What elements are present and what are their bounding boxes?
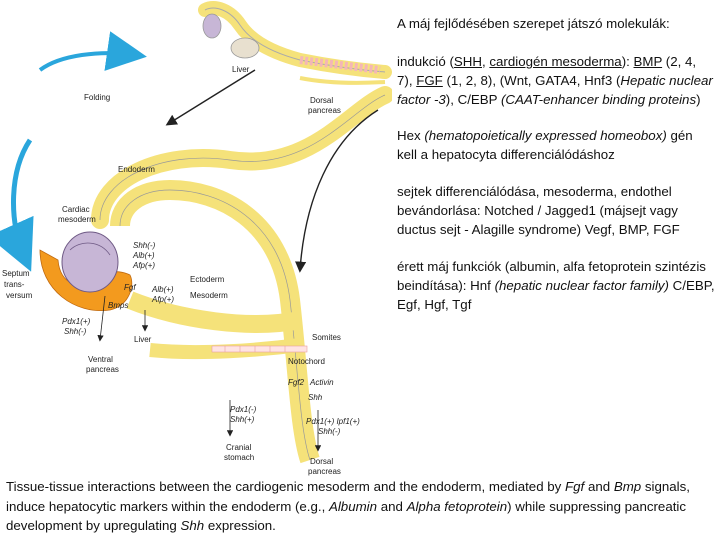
label-afp-plus: Afp(+) [132,261,155,270]
label-dorsal-pancreas-bottom-1: Dorsal [310,457,333,466]
figure-caption: Tissue-tissue interactions between the c… [6,479,690,533]
label-pdx1-minus: Pdx1(-) [230,405,257,414]
label-liver-top: Liver [232,65,250,74]
label-cranial-2: stomach [224,453,254,462]
label-alb-plus-2: Alb(+) [151,285,174,294]
label-dorsal-pancreas-top-2: pancreas [308,106,341,115]
arrow-to-detail-right [295,109,379,273]
label-cardiac-2: mesoderm [58,215,96,224]
label-dorsal-pancreas-bottom-2: pancreas [308,467,341,476]
label-septum-2: trans- [4,280,25,289]
label-activin: Activin [309,378,334,387]
panel-differentiation: sejtek differenciálódása, mesoderma, end… [397,184,680,237]
label-pdx1-plus: Pdx1(+) [62,317,91,326]
shh-link: SHH [453,54,482,69]
label-afp-plus-2: Afp(+) [151,295,174,304]
label-bmps: Bmps [108,301,128,310]
arrow-to-detail-left [165,69,256,126]
panel-intro: A máj fejlődésében szerepet játszó molek… [397,16,670,31]
label-fgf: Fgf [124,283,136,292]
cardiac-mesoderm-shape [61,231,119,293]
label-endoderm: Endoderm [118,165,155,174]
liver-development-diagram: Liver Folding Dorsal pancreas Endoderm C… [0,1,392,476]
label-cardiac-1: Cardiac [62,205,90,214]
label-shh-minus: Shh(-) [133,241,156,250]
label-septum-3: versum [6,291,33,300]
panel-hex: Hex (hematopoietically expressed homeobo… [397,128,693,162]
small-embryo [198,1,392,85]
cardiogen-link: cardiogén mesoderma [489,54,622,69]
label-cranial-1: Cranial [226,443,252,452]
label-liver-mid: Liver [134,335,152,344]
somites [211,345,308,353]
molecule-text-panel: A máj fejlődésében szerepet játszó molek… [397,14,715,314]
label-ectoderm: Ectoderm [190,275,225,284]
label-ventral-2: pancreas [86,365,119,374]
label-mesoderm: Mesoderm [190,291,228,300]
label-notochord: Notochord [288,357,325,366]
label-folding: Folding [84,93,110,102]
panel-induction: indukció (SHH, cardiogén mesoderma): BMP… [397,54,713,107]
label-shh: Shh [308,393,323,402]
fgf-link: FGF [416,73,443,88]
panel-mature-functions: érett máj funkciók (albumin, alfa fetopr… [397,259,715,312]
label-shh-minus-3: Shh(-) [318,427,341,436]
label-fgf2: Fgf2 [288,378,305,387]
label-septum-1: Septum [2,269,30,278]
label-ventral-1: Ventral [88,355,113,364]
label-dorsal-pancreas-top-1: Dorsal [310,96,333,105]
folding-arrow [38,31,147,72]
bmp-link: BMP [633,54,663,69]
label-shh-plus: Shh(+) [230,415,255,424]
label-pdx1-ipf1: Pdx1(+) Ipf1(+) [306,417,360,426]
label-shh-minus-2: Shh(-) [64,327,87,336]
label-somites: Somites [312,333,341,342]
label-alb-plus: Alb(+) [132,251,155,260]
folding-arrow-left [0,138,34,272]
